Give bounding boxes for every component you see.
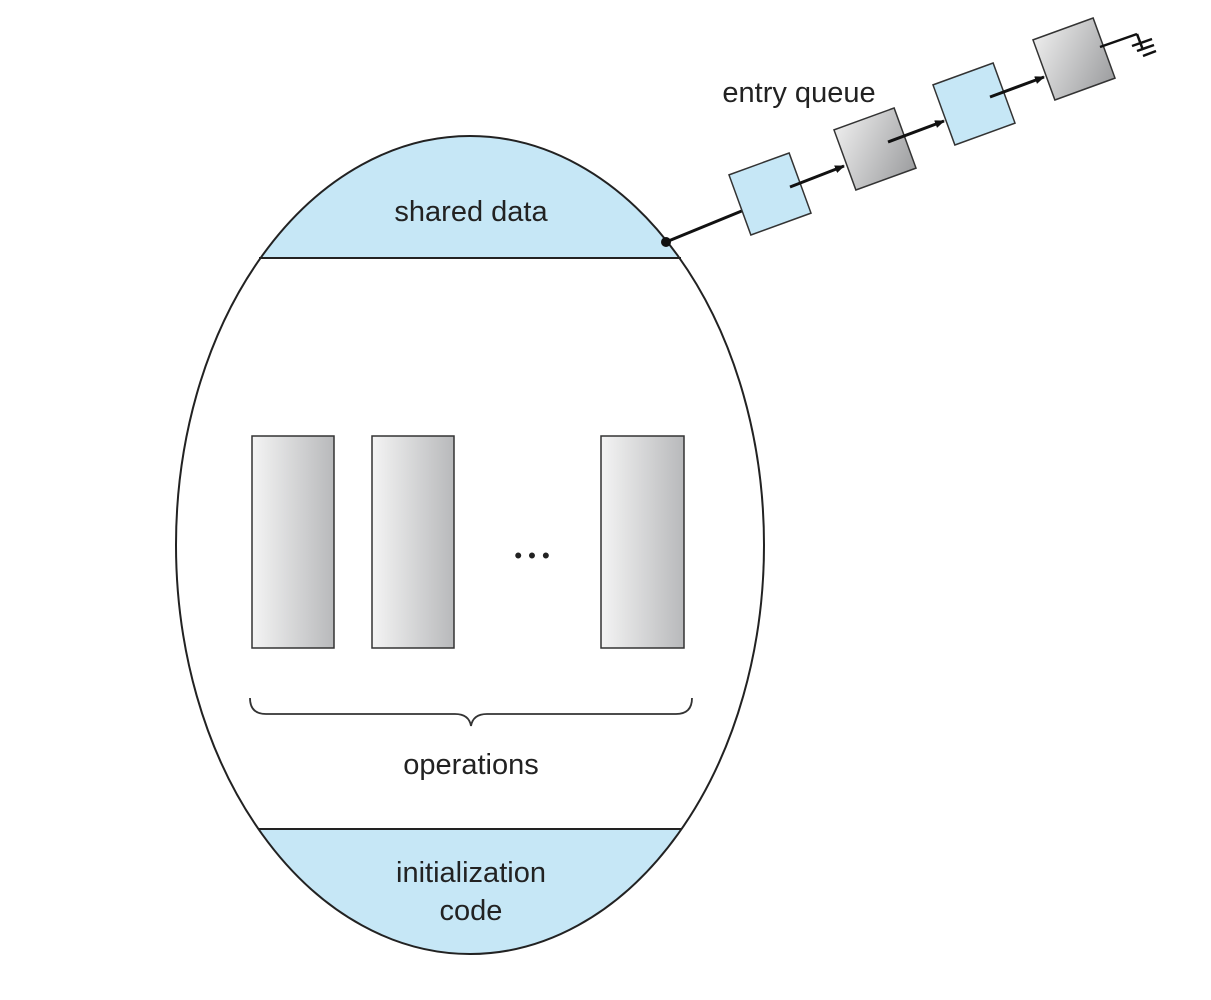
monitor-outline <box>175 135 765 955</box>
operation-block <box>600 435 685 649</box>
queue-connector <box>665 206 750 244</box>
operations-ellipsis: • • • <box>514 543 549 568</box>
shared-data-section <box>176 136 764 258</box>
queue-node <box>728 152 812 236</box>
queue-link-arrow <box>789 164 845 189</box>
operation-block <box>251 435 335 649</box>
code-label: code <box>440 895 503 927</box>
queue-attach-point <box>661 237 671 247</box>
queue-node <box>833 107 917 191</box>
queue-node <box>1032 17 1116 101</box>
shared-data-label: shared data <box>394 196 548 228</box>
queue-link-arrow <box>887 119 945 144</box>
queue-node <box>932 62 1016 146</box>
null-terminator-icon <box>1099 32 1157 58</box>
operations-brace <box>249 697 693 727</box>
initialization-label: initialization <box>396 857 546 889</box>
queue-link-arrow <box>989 75 1045 99</box>
entry-queue-label: entry queue <box>722 77 875 109</box>
entry-queue: entry queue <box>661 17 1157 247</box>
monitor: shared data • • • operations initializat… <box>175 135 765 955</box>
operations-label: operations <box>403 749 538 781</box>
operation-block <box>371 435 455 649</box>
